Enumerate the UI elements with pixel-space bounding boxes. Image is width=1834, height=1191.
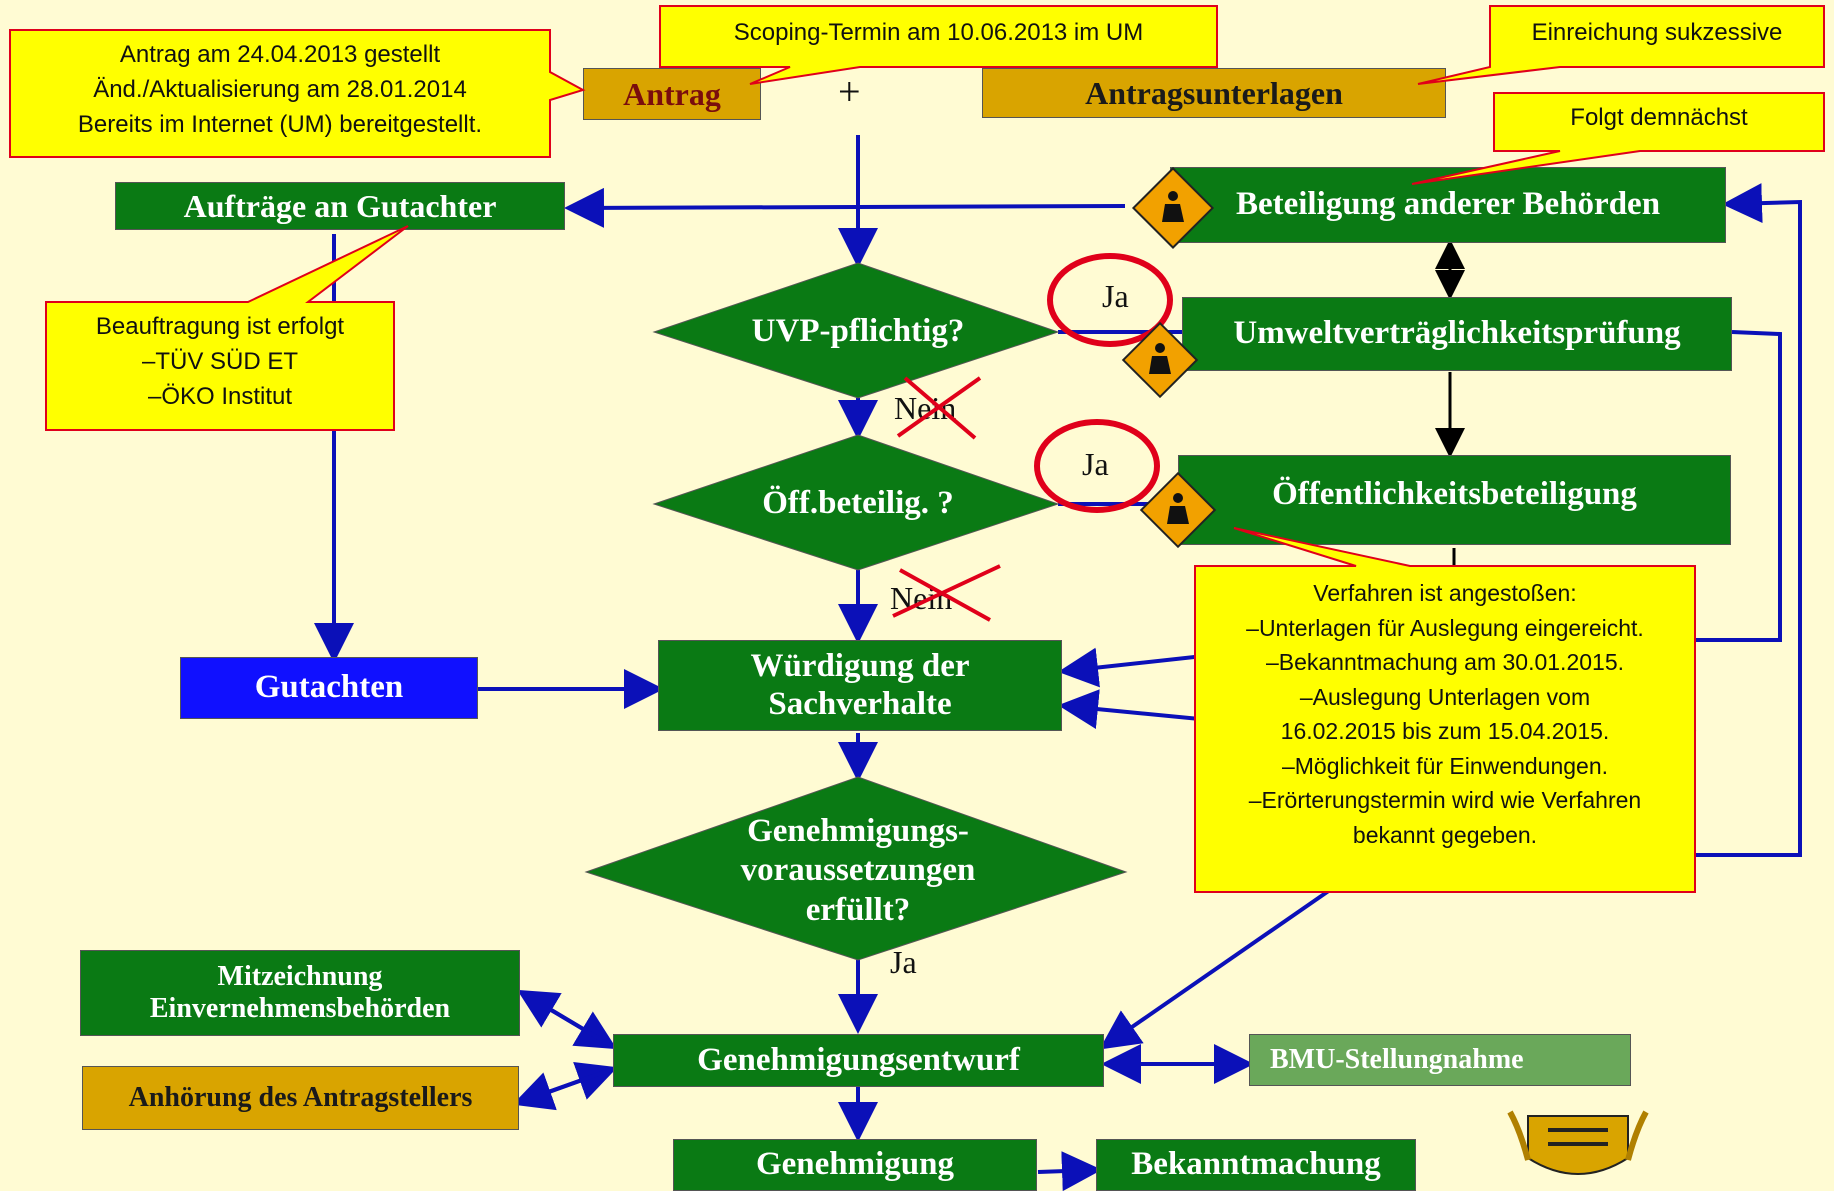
- anhoerung-label: Anhörung des Antragstellers: [128, 1081, 473, 1113]
- wuerdigung-box: Würdigung der Sachverhalte: [658, 640, 1062, 731]
- antragsunterlagen-label: Antragsunterlagen: [1085, 74, 1343, 111]
- plus-sign: +: [838, 69, 861, 114]
- ja-label-uvp: Ja: [1102, 278, 1129, 314]
- coat-of-arms-icon: [1507, 1110, 1649, 1175]
- callout-verfahren-line-7: –Erörterungstermin wird wie Verfahren: [1248, 787, 1642, 813]
- callout-antrag: Antrag am 24.04.2013 gestellt Änd./Aktua…: [10, 38, 550, 142]
- callout-verfahren-line-3: –Bekanntmachung am 30.01.2015.: [1265, 649, 1625, 675]
- arrow-beteiligung-to-auftraege: [564, 187, 1126, 228]
- callout-antrag-line-1: Antrag am 24.04.2013 gestellt: [119, 41, 441, 68]
- callout-einreichung: Einreichung sukzessive: [1531, 19, 1783, 46]
- callout-verfahren-line-4: –Auslegung Unterlagen vom: [1299, 683, 1591, 710]
- beteiligung-box: Beteiligung anderer Behörden: [1170, 167, 1726, 243]
- oeff-beteilig-label: Öff.beteilig. ?: [762, 485, 954, 522]
- callout-verfahren-line-5: 16.02.2015 bis zum 15.04.2015.: [1280, 718, 1610, 744]
- bekanntmachung-label: Bekanntmachung: [1131, 1146, 1381, 1183]
- callout-scoping: Scoping-Termin am 10.06.2013 im UM: [733, 19, 1144, 46]
- callout-antrag-shape: [9, 29, 586, 158]
- callout-verfahren: Verfahren ist angestoßen: –Unterlagen fü…: [1195, 576, 1695, 852]
- nein-label-oeff: Nein: [890, 580, 953, 616]
- anhoerung-box: Anhörung des Antragstellers: [82, 1066, 519, 1130]
- gutachten-label: Gutachten: [254, 669, 404, 706]
- arrow-genehmigung-to-bekanntmachung: [1037, 1151, 1102, 1191]
- callout-folgt-shape: [1411, 92, 1825, 185]
- gutachten-box: Gutachten: [180, 657, 478, 719]
- mitzeichnung-box: Mitzeichnung Einvernehmensbehörden: [80, 950, 520, 1036]
- construction-sign-icon: [1131, 166, 1215, 250]
- callout-verfahren-shape: [1194, 527, 1696, 893]
- arrow-verfahren-to-entwurf: [1099, 888, 1332, 1050]
- callout-verfahren-line-1: Verfahren ist angestoßen:: [1313, 580, 1577, 606]
- callout-beauftragung-shape: [45, 225, 409, 431]
- mitzeichnung-label-1: Mitzeichnung: [217, 960, 383, 992]
- callout-folgt: Folgt demnächst: [1570, 104, 1748, 131]
- genehmigung-label: Genehmigung: [755, 1146, 955, 1183]
- uvp-box: Umweltverträglichkeitsprüfung: [1182, 297, 1732, 371]
- construction-sign-icon: [1121, 321, 1199, 399]
- genehmigung-box: Genehmigung: [673, 1139, 1037, 1191]
- callout-beauftragung-line-3: –ÖKO Institut: [147, 382, 293, 410]
- oeffentlichkeit-label: Öffentlichkeitsbeteiligung: [1272, 476, 1637, 513]
- decision-genvor-diamond: [584, 776, 1128, 961]
- callout-scoping-shape: [659, 5, 1218, 85]
- strike-nein-oeff: [892, 564, 1001, 622]
- callout-verfahren-line-6: –Möglichkeit für Einwendungen.: [1281, 752, 1609, 779]
- arrow-loop-to-beteiligung: [1696, 183, 1802, 857]
- ja-label-genvor: Ja: [890, 944, 917, 980]
- arrow-entwurf-to-anhoerung: [512, 1068, 611, 1111]
- ja-label-oeff: Ja: [1082, 446, 1109, 482]
- antragsunterlagen-box: Antragsunterlagen: [982, 68, 1446, 118]
- mitzeichnung-label-2: Einvernehmensbehörden: [149, 993, 451, 1024]
- entwurf-label: Genehmigungsentwurf: [697, 1041, 1020, 1078]
- uvp-pflichtig-label: UVP-pflichtig?: [751, 313, 965, 350]
- genvor-label: Genehmigungs- voraussetzungen erfüllt?: [680, 803, 1036, 939]
- callout-einreichung-shape: [1417, 5, 1825, 85]
- antrag-label: Antrag: [623, 75, 721, 112]
- uvp-label: Umweltverträglichkeitsprüfung: [1233, 315, 1681, 352]
- beteiligung-label: Beteiligung anderer Behörden: [1235, 186, 1661, 223]
- wuerdigung-label-2: Sachverhalte: [768, 685, 952, 722]
- construction-sign-icon: [1139, 471, 1217, 549]
- genvor-label-1: Genehmigungs-: [747, 812, 969, 849]
- arrow-entwurf-to-mitzeichnung: [517, 989, 612, 1047]
- oeffentlichkeit-box: Öffentlichkeitsbeteiligung: [1178, 455, 1731, 545]
- callout-antrag-line-2: Änd./Aktualisierung am 28.01.2014: [93, 75, 467, 103]
- decision-oeff-diamond: [652, 434, 1060, 571]
- auftraege-label: Aufträge an Gutachter: [183, 187, 497, 224]
- callout-beauftragung-line-2: –TÜV SÜD ET: [141, 347, 299, 375]
- bmu-label: BMU-Stellungnahme: [1270, 1043, 1524, 1075]
- strike-nein-uvp: [896, 376, 982, 440]
- highlight-circle-ja-uvp: [1047, 253, 1173, 347]
- genvor-label-2: voraussetzungen: [740, 852, 976, 889]
- decision-uvp-diamond: [652, 262, 1060, 399]
- highlight-circle-ja-oeff: [1034, 419, 1160, 513]
- bekanntmachung-box: Bekanntmachung: [1096, 1139, 1416, 1191]
- antrag-box: Antrag: [583, 68, 761, 120]
- callout-beauftragung-line-1: Beauftragung ist erfolgt: [95, 313, 345, 340]
- entwurf-box: Genehmigungsentwurf: [613, 1034, 1104, 1087]
- callout-verfahren-line-2: –Unterlagen für Auslegung eingereicht.: [1246, 614, 1644, 641]
- bmu-box: BMU-Stellungnahme: [1249, 1034, 1631, 1086]
- callout-verfahren-line-8: bekannt gegeben.: [1352, 821, 1538, 848]
- callout-beauftragung: Beauftragung ist erfolgt –TÜV SÜD ET –ÖK…: [46, 310, 394, 414]
- auftraege-box: Aufträge an Gutachter: [115, 182, 565, 230]
- callout-antrag-line-3: Bereits im Internet (UM) bereitgestellt.: [77, 110, 483, 138]
- genvor-label-3: erfüllt?: [805, 891, 911, 928]
- wuerdigung-label-1: Würdigung der: [750, 647, 970, 684]
